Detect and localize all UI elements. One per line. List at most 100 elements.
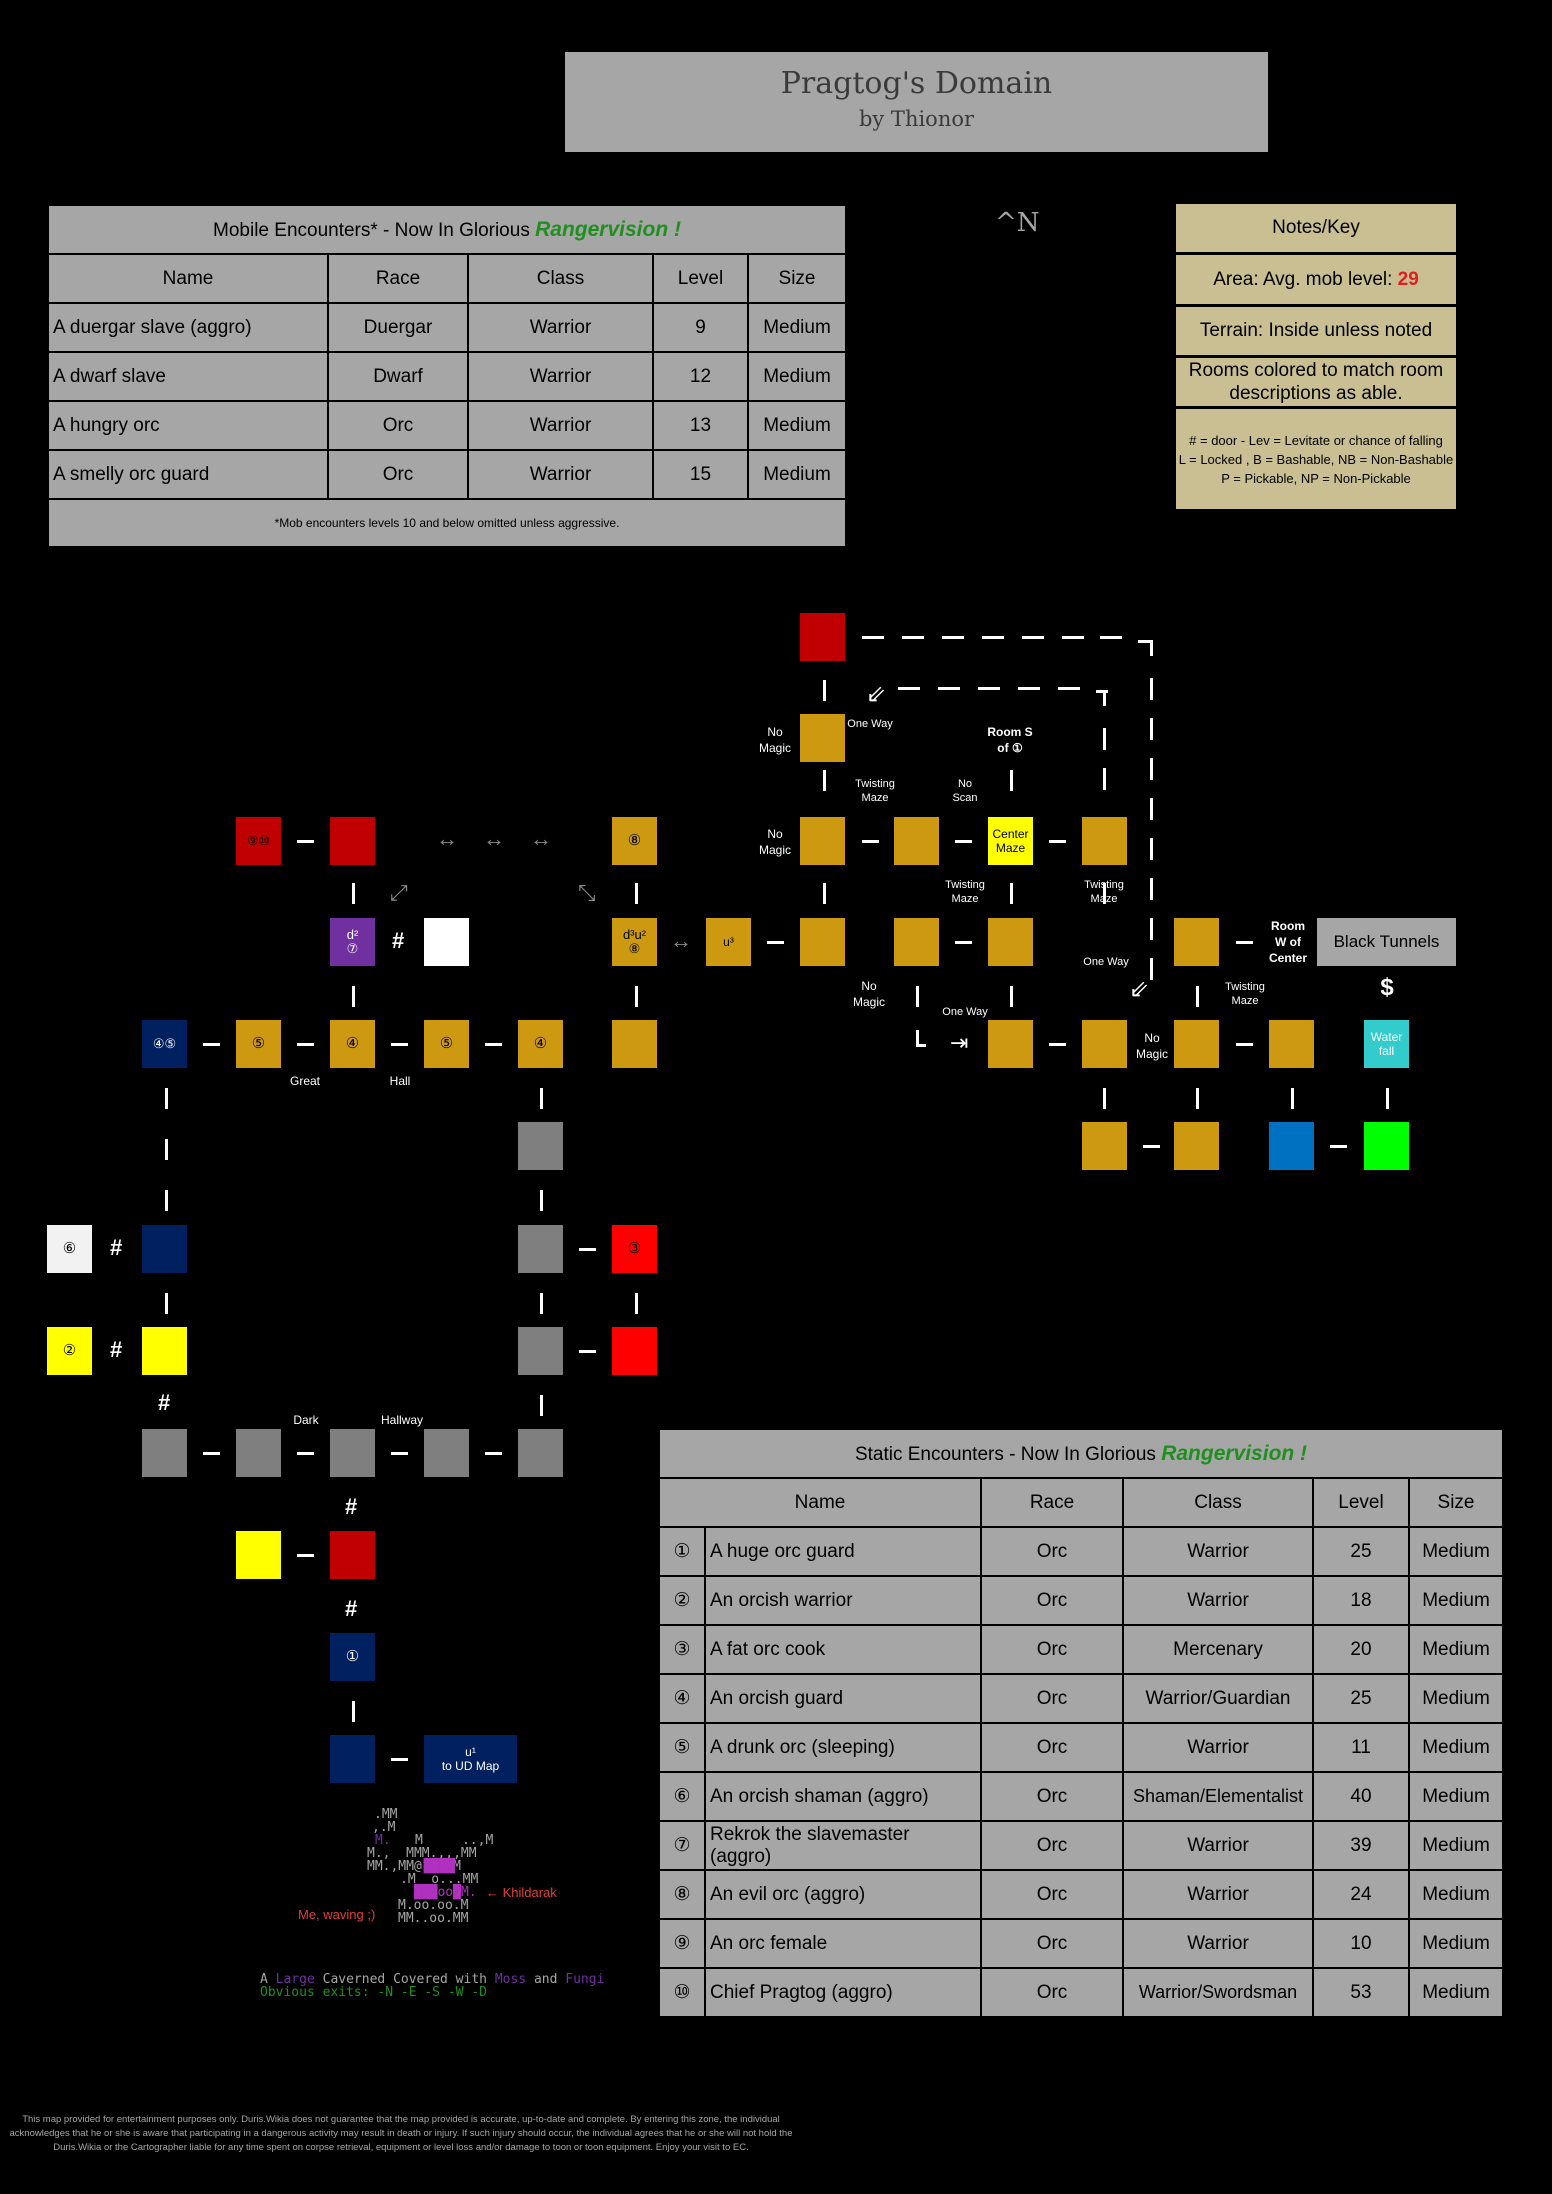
map-room	[142, 1429, 187, 1477]
mobile-col-race: Race	[327, 253, 469, 304]
map-room	[518, 1327, 563, 1375]
map-room	[1082, 1122, 1127, 1170]
map-room	[1174, 1020, 1219, 1068]
ascii-art-scene: .MM ,.M M. M ..,M M., MMM.,,,MM MM.,MM@.…	[260, 1807, 605, 2000]
map-room: d³u² ⑧	[612, 918, 657, 966]
map-room	[800, 714, 845, 762]
notes-title: Notes/Key	[1176, 204, 1456, 252]
map-room	[424, 918, 469, 966]
map-room	[800, 613, 845, 661]
map-room	[800, 817, 845, 865]
map-room: ④⑤	[142, 1020, 187, 1068]
map-room	[236, 1429, 281, 1477]
map-room	[518, 1122, 563, 1170]
map-room: ①	[330, 1633, 375, 1681]
map-room	[518, 1429, 563, 1477]
map-room	[236, 1531, 281, 1579]
map-room	[330, 817, 375, 865]
static-encounters-table: Static Encounters - Now In Glorious Rang…	[658, 1428, 1504, 2018]
map-room	[988, 918, 1033, 966]
map-room: ②	[47, 1327, 92, 1375]
static-col-class: Class	[1122, 1477, 1314, 1528]
map-room: ④	[518, 1020, 563, 1068]
map-room	[1269, 1020, 1314, 1068]
map-room	[612, 1327, 657, 1375]
mobile-col-class: Class	[467, 253, 654, 304]
map-room: ⑥	[47, 1225, 92, 1273]
two-way-arrow-icon: ↔	[670, 928, 692, 953]
map-room	[330, 1735, 375, 1783]
mobile-table-heading: Mobile Encounters* - Now In Glorious Ran…	[47, 204, 847, 255]
two-way-arrow-icon: ↔	[530, 826, 552, 851]
khildarak-label: ← Khildarak	[486, 1885, 557, 1900]
disclaimer-text: This map provided for entertainment purp…	[9, 2114, 793, 2153]
two-way-arrow-icon: ↔	[483, 826, 505, 851]
map-room	[142, 1327, 187, 1375]
one-way-arrow-icon: ⇥	[950, 1030, 969, 1055]
north-indicator: ^N	[995, 208, 1040, 238]
two-way-arrow-icon: ↔	[436, 826, 458, 851]
map-room: ⑧	[612, 817, 657, 865]
map-room: ⑤	[236, 1020, 281, 1068]
two-way-arrow-icon: ⤢	[390, 880, 408, 905]
map-room-center-maze: Center Maze	[988, 817, 1033, 865]
page-subtitle: by Thionor	[858, 107, 975, 131]
map-room: ④	[330, 1020, 375, 1068]
map-room	[518, 1225, 563, 1273]
map-room-waterfall: Water fall	[1364, 1020, 1409, 1068]
mobile-col-size: Size	[747, 253, 847, 304]
static-col-level: Level	[1312, 1477, 1410, 1528]
map-room: ③	[612, 1225, 657, 1273]
page-title: Pragtog's Domain	[780, 66, 1053, 101]
map-room	[800, 918, 845, 966]
notes-terrain: Terrain: Inside unless noted	[1176, 307, 1456, 355]
notes-rooms: Rooms colored to match room descriptions…	[1176, 358, 1456, 406]
notes-area: Area: Avg. mob level: 29	[1176, 255, 1456, 304]
one-way-arrow-icon: ⇙	[866, 681, 887, 708]
black-tunnels-link[interactable]: Black Tunnels	[1317, 918, 1456, 966]
static-col-size: Size	[1408, 1477, 1504, 1528]
map-room: ⑤	[424, 1020, 469, 1068]
room-title-line: A Large Caverned Covered with Moss and F…	[260, 1972, 605, 1987]
map-room	[894, 817, 939, 865]
map-room	[612, 1020, 657, 1068]
mobile-encounters-table: Mobile Encounters* - Now In Glorious Ran…	[47, 204, 847, 548]
map-room	[1364, 1122, 1409, 1170]
title-box: Pragtog's Domain by Thionor	[565, 52, 1268, 152]
map-room	[1174, 1122, 1219, 1170]
mobile-col-name: Name	[47, 253, 329, 304]
map-room: u³	[706, 918, 751, 966]
map-room	[894, 918, 939, 966]
map-room	[1174, 918, 1219, 966]
map-room	[1269, 1122, 1314, 1170]
notes-key: # = door - Lev = Levitate or chance of f…	[1176, 409, 1456, 509]
map-room	[142, 1225, 187, 1273]
me-waving-label: Me, waving ;)	[298, 1907, 376, 1922]
ud-map-link[interactable]: u¹ to UD Map	[424, 1735, 517, 1783]
static-table-heading: Static Encounters - Now In Glorious Rang…	[658, 1428, 1504, 1479]
one-way-arrow-icon: ⇙	[1129, 976, 1150, 1003]
map-room	[1082, 1020, 1127, 1068]
two-way-arrow-icon: ⤡	[578, 880, 596, 905]
static-col-name: Name	[658, 1477, 982, 1528]
mobile-col-level: Level	[652, 253, 749, 304]
map-room: d² ⑦	[330, 918, 375, 966]
static-col-race: Race	[980, 1477, 1124, 1528]
map-room	[330, 1429, 375, 1477]
map-room	[424, 1429, 469, 1477]
mobile-footnote: *Mob encounters levels 10 and below omit…	[47, 498, 847, 548]
map-room	[1082, 817, 1127, 865]
